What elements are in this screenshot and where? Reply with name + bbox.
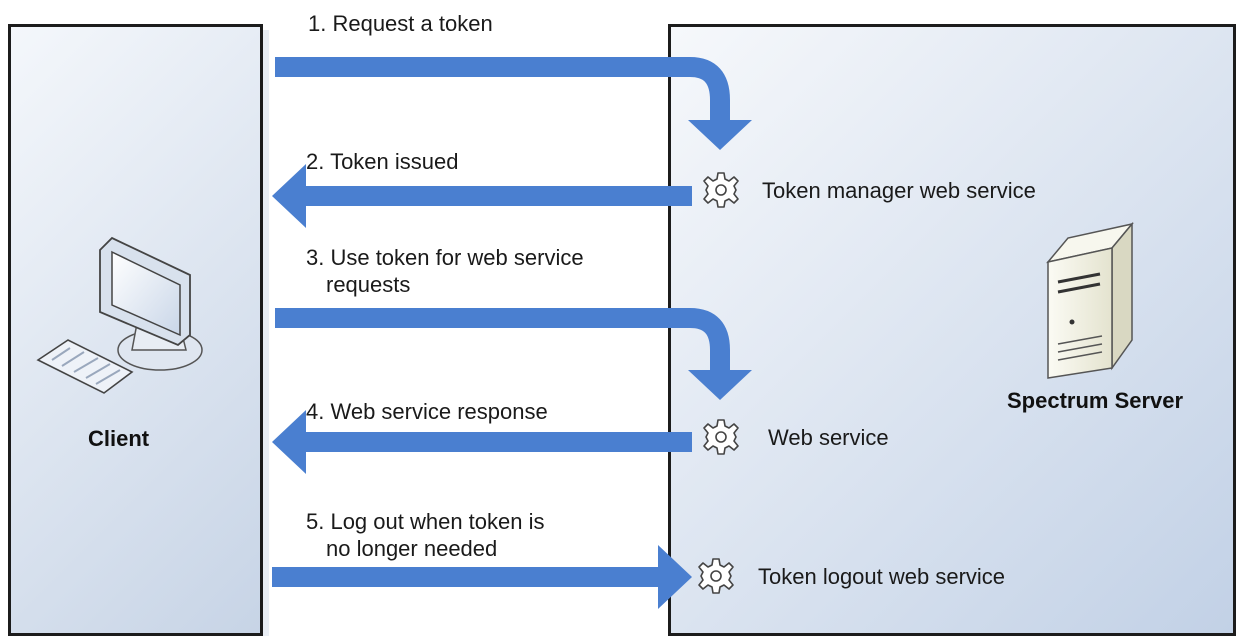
gear-icon bbox=[703, 419, 739, 455]
arrow-token-issued bbox=[272, 164, 692, 228]
computer-icon bbox=[36, 236, 203, 394]
gear-icon bbox=[698, 558, 734, 594]
step-5-line-1: 5. Log out when token is bbox=[306, 509, 545, 534]
gear-icon bbox=[703, 172, 739, 208]
arrow-request-token bbox=[275, 57, 752, 150]
server-panel bbox=[668, 24, 1236, 636]
step-2-label: 2. Token issued bbox=[306, 149, 459, 174]
client-label: Client bbox=[88, 426, 150, 451]
server-icon bbox=[1046, 221, 1134, 379]
step-3-line-1: 3. Use token for web service bbox=[306, 245, 584, 270]
arrow-use-token bbox=[275, 308, 752, 400]
client-edge-shade bbox=[263, 30, 269, 636]
step-1-label: 1. Request a token bbox=[308, 11, 493, 36]
server-label: Spectrum Server bbox=[1007, 388, 1184, 413]
step-3-line-2: requests bbox=[326, 272, 411, 297]
arrow-log-out bbox=[272, 545, 692, 609]
service-token-manager-label: Token manager web service bbox=[762, 178, 1036, 203]
step-5-line-2: no longer needed bbox=[326, 536, 498, 561]
step-4-label: 4. Web service response bbox=[306, 399, 548, 424]
step-5-label: 5. Log out when token is no longer neede… bbox=[306, 508, 545, 562]
arrow-web-service-response bbox=[272, 410, 692, 474]
service-token-logout-label: Token logout web service bbox=[758, 564, 1006, 589]
service-web-label: Web service bbox=[768, 425, 889, 450]
step-3-label: 3. Use token for web service requests bbox=[306, 244, 584, 298]
